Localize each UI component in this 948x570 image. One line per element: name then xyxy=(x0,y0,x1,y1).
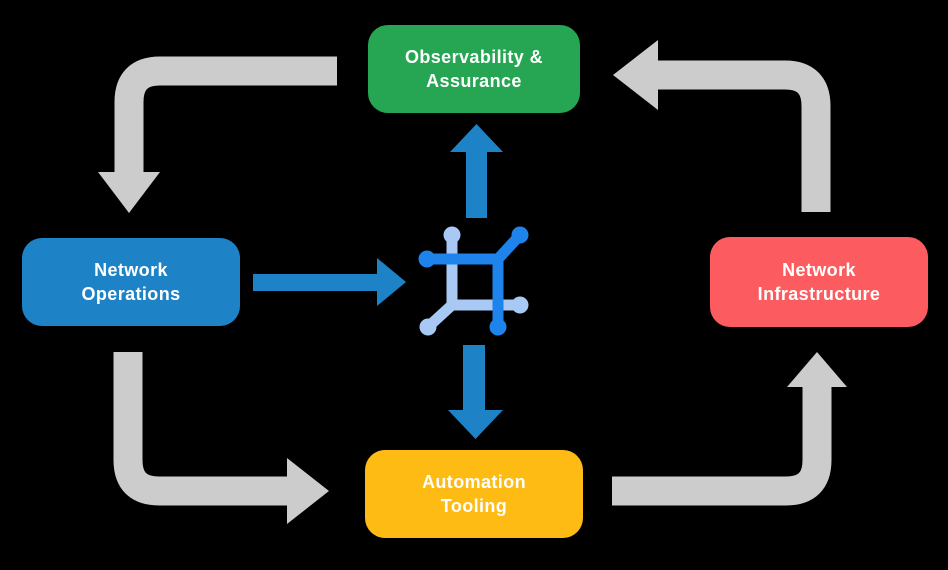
arrow-operations-to-center xyxy=(253,258,406,306)
node-network-infrastructure: Network Infrastructure xyxy=(710,237,928,327)
node-automation-tooling: Automation Tooling xyxy=(365,450,583,538)
network-automation-icon xyxy=(418,226,529,336)
node-network-operations: Network Operations xyxy=(22,238,240,326)
arrow-automation-to-infrastructure xyxy=(612,352,847,506)
node-label: Network Operations xyxy=(81,260,181,304)
node-observability-assurance: Observability & Assurance xyxy=(368,25,580,113)
arrow-center-to-automation xyxy=(448,345,503,439)
node-label: Observability & Assurance xyxy=(404,47,544,91)
arrow-center-to-observability xyxy=(450,124,503,218)
node-label: Network Infrastructure xyxy=(757,260,881,304)
arrow-observability-to-operations xyxy=(98,56,337,213)
arrow-operations-to-automation xyxy=(113,352,329,524)
node-label: Automation Tooling xyxy=(422,472,526,516)
arrow-infrastructure-to-observability xyxy=(613,40,831,212)
